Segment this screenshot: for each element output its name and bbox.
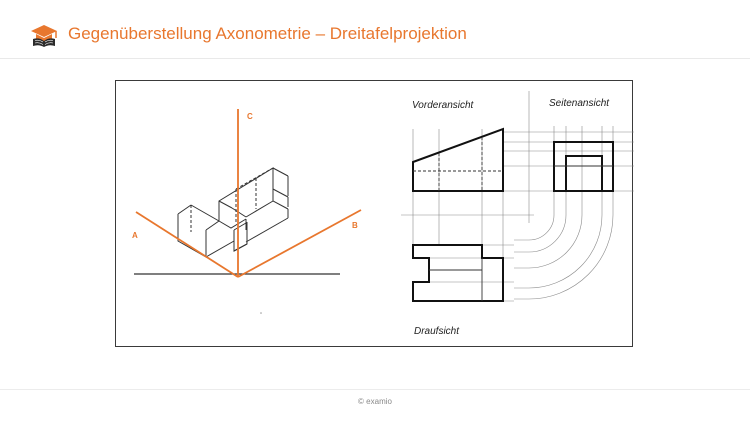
axis-b-line	[237, 209, 362, 278]
graduation-cap-book-icon	[31, 25, 57, 47]
axis-a-line	[135, 211, 239, 278]
page-header: Gegenüberstellung Axonometrie – Dreitafe…	[0, 0, 750, 59]
three-view-projection: Vorderansicht Seitenansicht Draufsicht	[401, 91, 634, 337]
axonometric-axes	[135, 109, 362, 278]
axonometric-body	[177, 167, 289, 258]
side-view	[553, 141, 614, 192]
copyright-footer: © examio	[358, 397, 392, 406]
projection-drawing: A B C	[132, 91, 634, 337]
front-view-label: Vorderansicht	[412, 100, 475, 111]
side-view-label: Seitenansicht	[549, 98, 610, 109]
footer-divider	[0, 389, 750, 390]
top-view	[412, 244, 504, 302]
page-title: Gegenüberstellung Axonometrie – Dreitafe…	[68, 24, 467, 43]
axis-a-label: A	[132, 231, 138, 240]
axis-c-label: C	[247, 112, 253, 121]
top-view-label: Draufsicht	[414, 326, 460, 337]
axis-b-label: B	[352, 221, 358, 230]
axonometric-view: A B C	[132, 109, 362, 314]
front-view	[412, 127, 504, 192]
projection-figure: A B C	[115, 80, 634, 347]
construction-lines	[401, 91, 634, 302]
